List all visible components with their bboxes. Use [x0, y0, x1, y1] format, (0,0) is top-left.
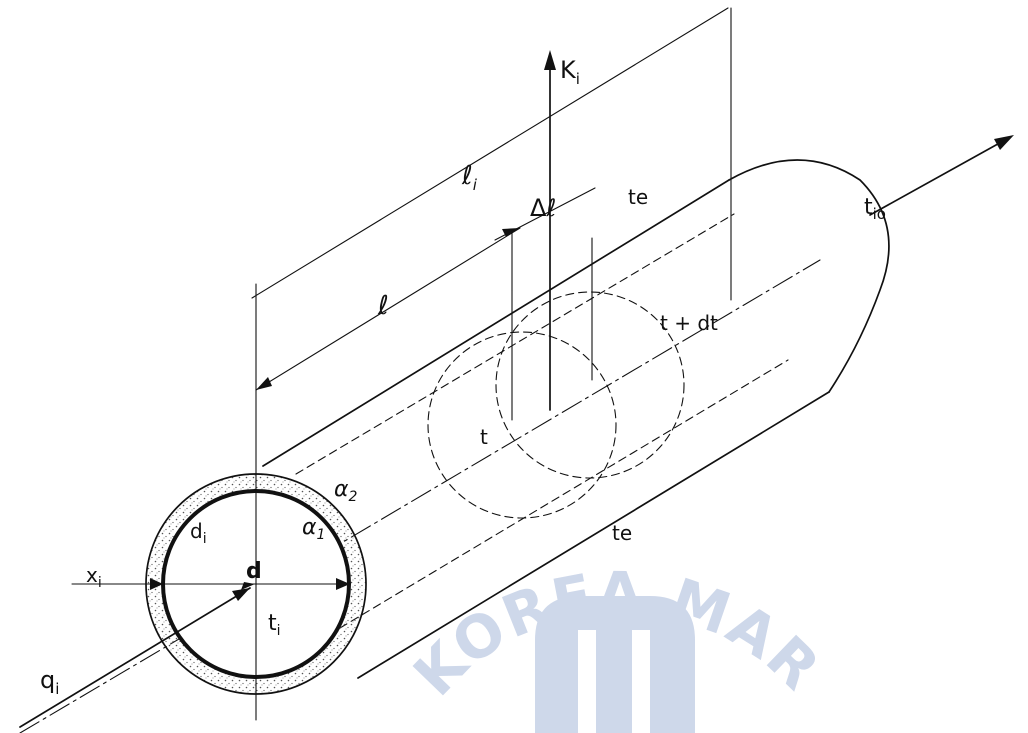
inlet-flow-arrowhead [232, 588, 250, 601]
section-circle-t [427, 331, 617, 519]
dim-line-l [255, 227, 521, 391]
inner-diameter-label: di [190, 519, 207, 547]
pipe-top-edge [262, 179, 730, 467]
pipe-cylinder [19, 159, 890, 733]
total-length-label: ℓi [461, 161, 478, 194]
dim-arrow-l-start [256, 377, 272, 390]
section-temp-next-label: t + dt [660, 311, 718, 335]
dashed-section-circles [427, 237, 685, 519]
inlet-flow-label: qi [40, 666, 59, 698]
dim-line-li [251, 7, 729, 299]
delta-length-label: Δℓ [530, 194, 556, 222]
inner-hidden-top [295, 213, 735, 475]
insulation-thickness-label: xi [86, 563, 102, 591]
partial-length-label: ℓ [377, 291, 389, 321]
inner-hidden-bottom [339, 359, 789, 629]
dimension-lines [251, 7, 732, 391]
diameter-arrow-left [241, 582, 255, 590]
outlet-flow-line [869, 139, 1006, 216]
ambient-temp-top-label: te [628, 185, 648, 209]
pipe-end-cap [728, 159, 890, 393]
outlet-flow-arrowhead [994, 135, 1014, 150]
inlet-temp-label: ti [268, 611, 281, 639]
pipe-diameter-label: d [246, 559, 262, 584]
svg-text:KOREA MARITIME UNIVERSITY: KOREA MARITIME UNIVERSITY [0, 0, 832, 709]
ambient-temp-bottom-label: te [612, 521, 632, 545]
inner-coeff-label: α1 [302, 515, 325, 543]
pipe-bottom-edge [357, 391, 830, 679]
diagram-labels: Ki ℓi Δℓ ℓ tio te te t t + dt α2 α1 di x… [40, 56, 886, 698]
heat-flux-label: Ki [560, 56, 580, 88]
pipe-cross-section [71, 283, 367, 721]
inlet-flow-line [19, 587, 251, 728]
flow-arrows [19, 135, 1014, 728]
section-circle-t-plus-dt [495, 291, 685, 479]
university-watermark-logo: KOREA MARITIME UNIVERSITY [0, 0, 832, 733]
diameter-arrow-right [336, 578, 350, 590]
heat-flux-arrow [544, 50, 556, 411]
pipe-axis-centerline [19, 259, 821, 733]
heat-flux-arrowhead [544, 50, 556, 70]
dim-arrow-l-end [502, 228, 520, 237]
section-temp-label: t [480, 425, 488, 449]
outer-coeff-label: α2 [334, 477, 358, 505]
outlet-temp-label: tio [864, 195, 886, 223]
insulation-arrow [150, 578, 163, 590]
